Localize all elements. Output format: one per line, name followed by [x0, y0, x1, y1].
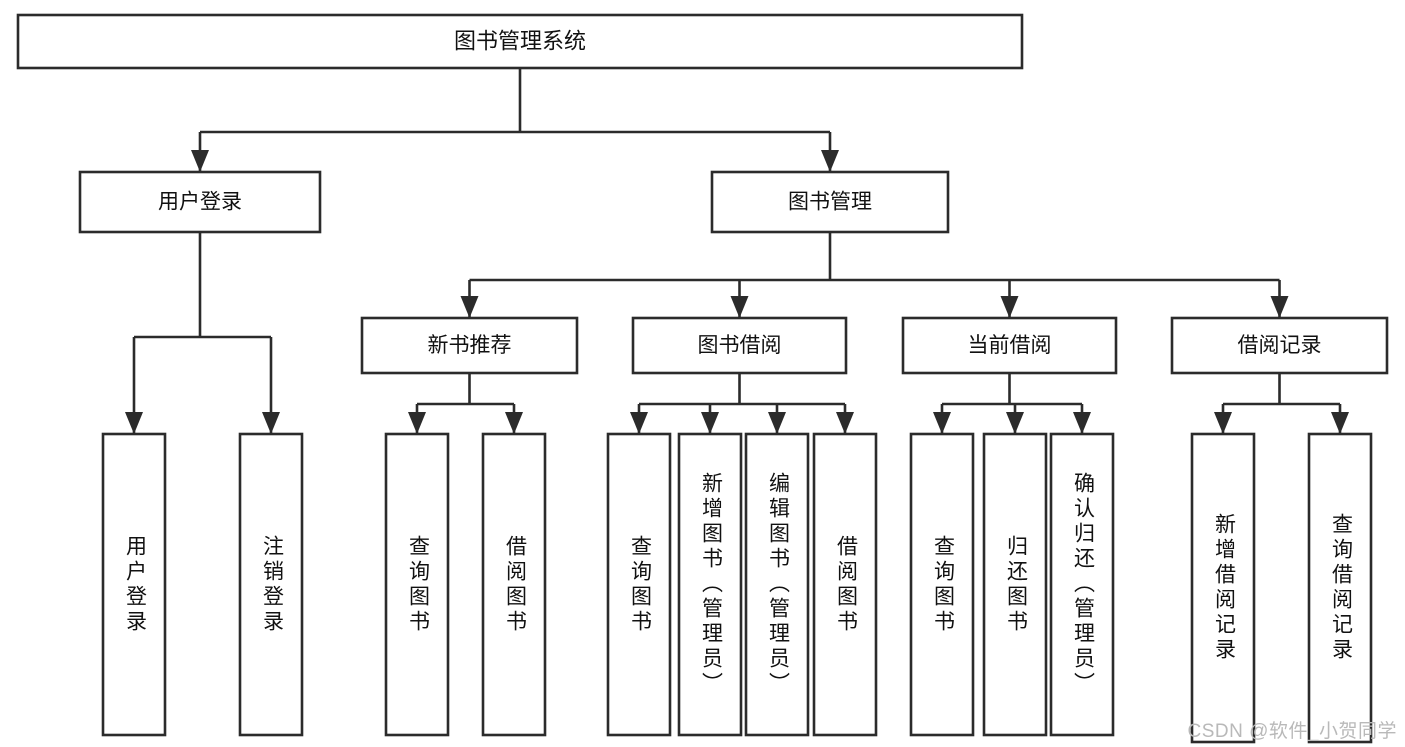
arrow-head-icon [191, 150, 209, 172]
arrow-head-icon [1270, 296, 1289, 318]
arrow-head-icon [630, 412, 648, 434]
node-box-leaf-add-borrow-record[interactable] [1190, 432, 1256, 744]
connectors-layer [125, 68, 1349, 434]
node-label-borrow-record: 借阅记录 [1238, 334, 1322, 357]
node-box-book-borrow[interactable] [631, 316, 848, 375]
arrow-head-icon [1000, 296, 1019, 318]
node-label-book-borrow: 图书借阅 [698, 334, 782, 357]
node-box-leaf-confirm-return-admin[interactable] [1049, 432, 1115, 737]
arrow-head-icon [768, 412, 786, 434]
node-box-leaf-borrow-book-2[interactable] [812, 432, 878, 737]
arrow-head-icon [408, 412, 426, 434]
arrow-head-icon [730, 296, 749, 318]
node-box-user-login[interactable] [78, 170, 322, 234]
node-box-leaf-query-borrow-record[interactable] [1307, 432, 1373, 744]
node-label-book-manage: 图书管理 [788, 191, 872, 214]
arrow-head-icon [1073, 412, 1091, 434]
node-box-leaf-add-book-admin[interactable] [677, 432, 743, 737]
arrow-head-icon [933, 412, 951, 434]
boxes-layer [16, 13, 1389, 744]
arrow-head-icon [1214, 412, 1232, 434]
arrow-head-icon [262, 412, 280, 434]
node-label-root: 图书管理系统 [454, 28, 586, 53]
arrow-head-icon [701, 412, 719, 434]
arrow-head-icon [1006, 412, 1024, 434]
node-box-borrow-record[interactable] [1170, 316, 1389, 375]
node-label-new-book-rec: 新书推荐 [428, 334, 512, 357]
node-box-new-book-rec[interactable] [360, 316, 579, 375]
arrow-head-icon [821, 150, 839, 172]
arrow-head-icon [1331, 412, 1349, 434]
node-box-leaf-query-book-3[interactable] [909, 432, 975, 737]
node-box-current-borrow[interactable] [901, 316, 1118, 375]
node-box-leaf-query-book-1[interactable] [384, 432, 450, 737]
arrow-head-icon [125, 412, 143, 434]
node-box-leaf-logout[interactable] [238, 432, 304, 737]
arrow-head-icon [460, 296, 479, 318]
arrow-head-icon [505, 412, 523, 434]
node-box-leaf-return-book[interactable] [982, 432, 1048, 737]
node-box-leaf-edit-book-admin[interactable] [744, 432, 810, 737]
node-box-leaf-borrow-book-1[interactable] [481, 432, 547, 737]
node-box-leaf-user-login[interactable] [101, 432, 167, 737]
arrow-head-icon [836, 412, 854, 434]
node-label-current-borrow: 当前借阅 [968, 334, 1052, 357]
node-box-book-manage[interactable] [710, 170, 950, 234]
watermark-text: CSDN @软件_小贺同学 [1187, 721, 1397, 742]
node-box-root[interactable] [16, 13, 1024, 70]
node-box-leaf-query-book-2[interactable] [606, 432, 672, 737]
node-label-user-login: 用户登录 [158, 191, 242, 214]
